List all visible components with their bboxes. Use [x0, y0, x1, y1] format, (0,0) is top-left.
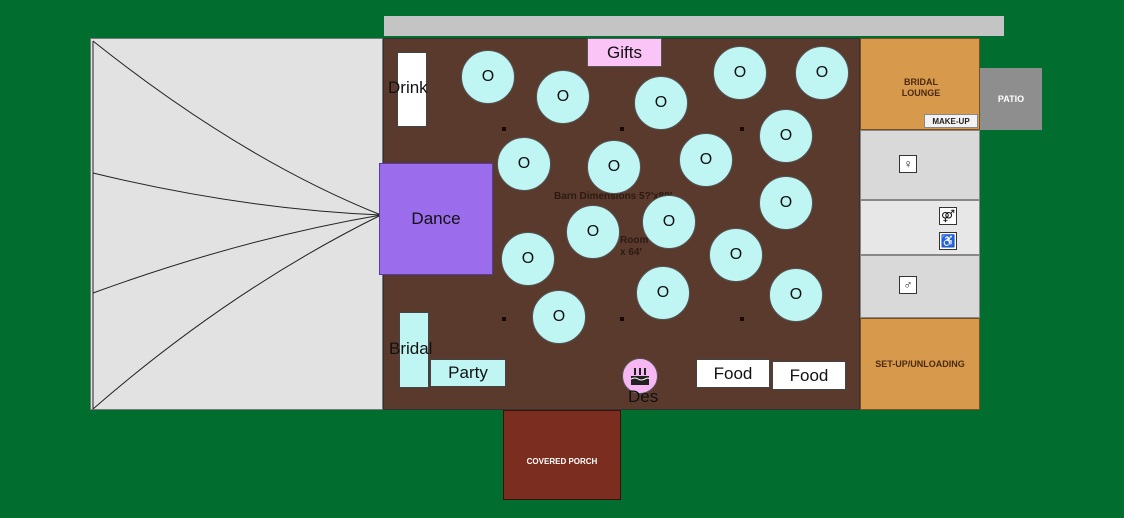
food-table-1: Food	[696, 359, 770, 388]
post	[620, 317, 624, 321]
guest-table: O	[709, 228, 763, 282]
guest-table: O	[769, 268, 823, 322]
party-table: Party	[430, 359, 506, 387]
drink-label: Drink	[388, 78, 428, 97]
restroom-mens: ♂	[860, 255, 980, 318]
string-lights	[92, 40, 382, 410]
dessert-table	[622, 358, 658, 394]
make-up-area: MAKE-UP	[924, 114, 978, 128]
post	[502, 127, 506, 131]
guest-table: O	[642, 195, 696, 249]
make-up-label: MAKE-UP	[932, 116, 970, 126]
patio: PATIO	[980, 68, 1042, 130]
food-label-2: Food	[789, 365, 829, 385]
room-dims-text: x 64'	[620, 247, 642, 258]
men-restroom-icon: ♂	[899, 276, 917, 294]
setup-unloading-label: SET-UP/UNLOADING	[875, 359, 965, 369]
cake-icon	[630, 368, 650, 385]
party-label: Party	[448, 363, 488, 382]
guest-table: O	[587, 140, 641, 194]
post	[502, 317, 506, 321]
post	[740, 127, 744, 131]
restroom-womens: ♀	[860, 130, 980, 200]
women-restroom-icon: ♀	[899, 155, 917, 173]
food-table-2: Food	[772, 361, 846, 390]
gifts-table: Gifts	[587, 38, 662, 67]
roof-strip	[384, 16, 1004, 36]
drink-station	[397, 52, 427, 127]
guest-table: O	[795, 46, 849, 100]
barn-dimensions-text: Barn Dimensions 5?'x80'	[554, 191, 673, 202]
bridal-table	[399, 312, 429, 388]
room-text: Room	[620, 235, 649, 246]
guest-table: O	[634, 76, 688, 130]
wheelchair-icon: ♿	[939, 232, 957, 250]
guest-table: O	[566, 205, 620, 259]
covered-porch: COVERED PORCH	[503, 410, 621, 500]
covered-porch-label: COVERED PORCH	[526, 457, 598, 466]
guest-table: O	[497, 137, 551, 191]
food-label-1: Food	[713, 363, 753, 383]
post	[620, 127, 624, 131]
post	[740, 317, 744, 321]
restroom-pair-icon: ⚤	[939, 207, 957, 225]
guest-table: O	[713, 46, 767, 100]
bridal-lounge-label: BRIDAL LOUNGE	[901, 77, 941, 98]
dessert-label: Des	[628, 387, 659, 406]
guest-table: O	[501, 232, 555, 286]
guest-table: O	[536, 70, 590, 124]
guest-table: O	[759, 109, 813, 163]
setup-unloading-area: SET-UP/UNLOADING	[860, 318, 980, 410]
gifts-label: Gifts	[607, 42, 642, 62]
dance-label: Dance	[411, 209, 461, 228]
guest-table: O	[759, 176, 813, 230]
guest-table: O	[636, 266, 690, 320]
tent-area	[90, 38, 383, 410]
dance-floor: Dance	[379, 163, 493, 275]
restroom-accessible: ⚤ ♿	[860, 200, 980, 255]
guest-table: O	[532, 290, 586, 344]
patio-label: PATIO	[997, 94, 1025, 104]
guest-table: O	[679, 133, 733, 187]
bridal-label: Bridal	[389, 339, 433, 358]
guest-table: O	[461, 50, 515, 104]
